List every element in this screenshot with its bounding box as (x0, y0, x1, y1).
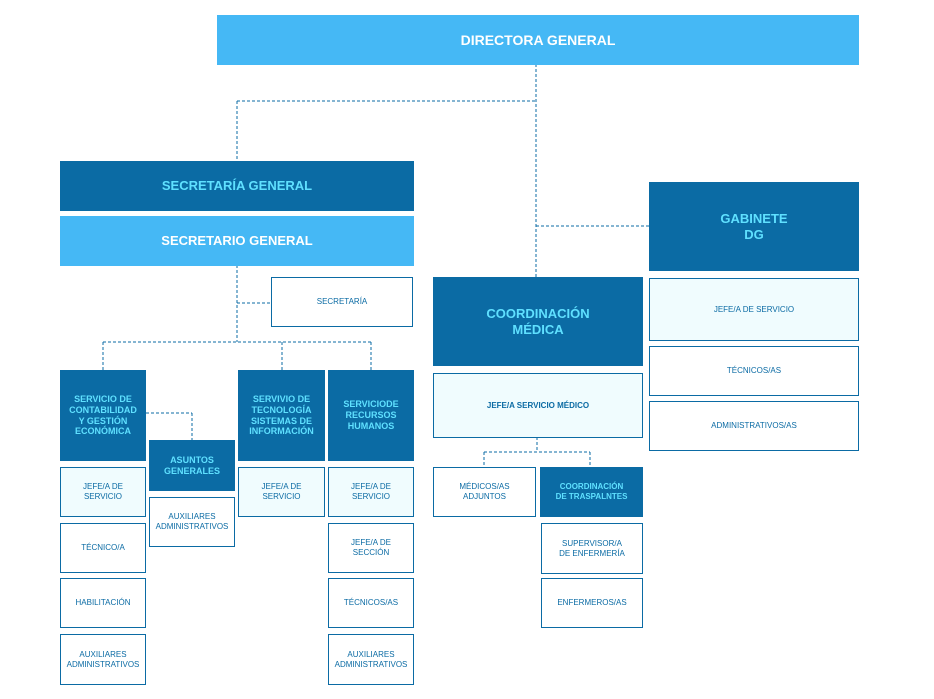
secretario-general-box: SECRETARIO GENERAL (60, 216, 414, 266)
gabinete-jefe-box: JEFE/A DE SERVICIO (649, 278, 859, 341)
contabilidad-habilitacion-label: HABILITACIÓN (75, 598, 131, 608)
jefe-servicio-medico-box: JEFE/A SERVICIO MÉDICO (433, 373, 643, 438)
contabilidad-tecnico-box: TÉCNICO/A (60, 523, 146, 573)
enfermeros-box: ENFERMEROS/AS (541, 578, 643, 628)
tecnologia-jefe-box: JEFE/A DE SERVICIO (238, 467, 325, 517)
asuntos-auxiliares-label: AUXILIARES ADMINISTRATIVOS (155, 512, 229, 531)
secretario-general-label: SECRETARIO GENERAL (161, 233, 313, 249)
director-general-box: DIRECTORA GENERAL (217, 15, 859, 65)
gabinete-tecnicos-box: TÉCNICOS/AS (649, 346, 859, 396)
supervisor-enfermeria-label: SUPERVISOR/A DE ENFERMERÍA (559, 538, 625, 558)
rrhh-jefe-seccion-box: JEFE/A DE SECCIÓN (328, 523, 414, 573)
rrhh-label: SERVICIODE RECURSOS HUMANOS (343, 399, 399, 431)
gabinete-tecnicos-label: TÉCNICOS/AS (726, 366, 782, 376)
rrhh-auxiliares-label: AUXILIARES ADMINISTRATIVOS (334, 649, 408, 669)
gabinete-box: GABINETE DG (649, 182, 859, 271)
rrhh-tecnicos-label: TÉCNICOS/AS (343, 598, 399, 608)
rrhh-box: SERVICIODE RECURSOS HUMANOS (328, 370, 414, 461)
contabilidad-habilitacion-box: HABILITACIÓN (60, 578, 146, 628)
coordinacion-medica-box: COORDINACIÓN MÉDICA (433, 277, 643, 366)
gabinete-administrativos-label: ADMINISTRATIVOS/AS (711, 421, 797, 431)
rrhh-jefe-seccion-label: JEFE/A DE SECCIÓN (350, 538, 391, 557)
asuntos-auxiliares-box: AUXILIARES ADMINISTRATIVOS (149, 497, 235, 547)
jefe-servicio-medico-label: JEFE/A SERVICIO MÉDICO (486, 400, 590, 410)
secretaria-general-box: SECRETARÍA GENERAL (60, 161, 414, 211)
contabilidad-jefe-box: JEFE/A DE SERVICIO (60, 467, 146, 517)
gabinete-label: GABINETE DG (720, 210, 788, 242)
contabilidad-tecnico-label: TÉCNICO/A (81, 543, 125, 553)
gabinete-jefe-label: JEFE/A DE SERVICIO (713, 304, 795, 314)
asuntos-generales-label: ASUNTOS GENERALES (163, 454, 220, 476)
contabilidad-auxiliares-label: AUXILIARES ADMINISTRATIVOS (66, 649, 140, 669)
enfermeros-label: ENFERMEROS/AS (557, 598, 627, 608)
tecnologia-jefe-label: JEFE/A DE SERVICIO (261, 482, 302, 501)
contabilidad-label: SERVICIO DE CONTABILIDAD Y GESTIÓN ECONÓ… (69, 393, 137, 437)
secretaria-box: SECRETARÍA (271, 277, 413, 327)
contabilidad-box: SERVICIO DE CONTABILIDAD Y GESTIÓN ECONÓ… (60, 370, 146, 461)
tecnologia-label: SERVIVIO DE TECNOLOGÍA SISTEMAS DE INFOR… (249, 393, 314, 437)
secretaria-label: SECRETARÍA (316, 297, 368, 307)
rrhh-jefe-servicio-label: JEFE/A DE SERVICIO (350, 482, 391, 501)
gabinete-administrativos-box: ADMINISTRATIVOS/AS (649, 401, 859, 451)
supervisor-enfermeria-box: SUPERVISOR/A DE ENFERMERÍA (541, 523, 643, 574)
rrhh-tecnicos-box: TÉCNICOS/AS (328, 578, 414, 628)
contabilidad-jefe-label: JEFE/A DE SERVICIO (82, 482, 123, 501)
medicos-adjuntos-box: MÉDICOS/AS ADJUNTOS (433, 467, 536, 517)
rrhh-auxiliares-box: AUXILIARES ADMINISTRATIVOS (328, 634, 414, 685)
coordinacion-trasplantes-label: COORDINACIÓN DE TRASPALNTES (555, 482, 628, 501)
director-general-label: DIRECTORA GENERAL (460, 31, 616, 48)
secretaria-general-label: SECRETARÍA GENERAL (161, 178, 313, 194)
tecnologia-box: SERVIVIO DE TECNOLOGÍA SISTEMAS DE INFOR… (238, 370, 325, 461)
medicos-adjuntos-label: MÉDICOS/AS ADJUNTOS (459, 482, 510, 501)
coordinacion-medica-label: COORDINACIÓN MÉDICA (486, 305, 590, 337)
contabilidad-auxiliares-box: AUXILIARES ADMINISTRATIVOS (60, 634, 146, 685)
rrhh-jefe-servicio-box: JEFE/A DE SERVICIO (328, 467, 414, 517)
asuntos-generales-box: ASUNTOS GENERALES (149, 440, 235, 491)
coordinacion-trasplantes-box: COORDINACIÓN DE TRASPALNTES (540, 467, 643, 517)
